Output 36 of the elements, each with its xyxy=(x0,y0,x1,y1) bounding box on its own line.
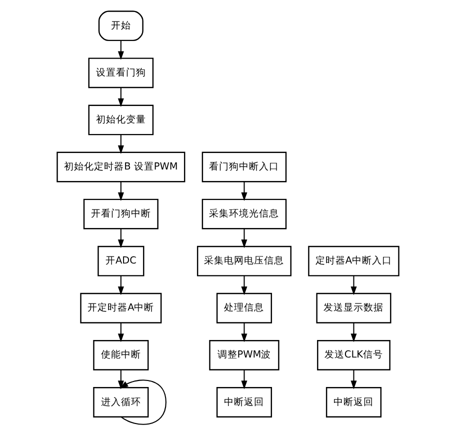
node-box: 调整PWM波 xyxy=(208,340,279,370)
arrow xyxy=(240,228,247,248)
arrow xyxy=(117,228,124,248)
node-box: 采集电网电压信息 xyxy=(196,246,291,276)
node-box: 看门狗中断入口 xyxy=(201,152,286,182)
node-box: 初始化定时器B 设置PWM xyxy=(56,152,185,182)
arrow xyxy=(350,370,356,390)
arrow xyxy=(350,276,356,296)
arrow xyxy=(117,276,124,296)
node-box: 初始化变量 xyxy=(88,104,154,136)
node-box: 开看门狗中断 xyxy=(82,198,158,230)
node-box: 开ADC xyxy=(97,246,144,276)
arrow xyxy=(350,322,356,342)
node-box: 定时器A中断入口 xyxy=(308,246,399,276)
arrow xyxy=(240,322,247,342)
node-box: 进入循环 xyxy=(92,387,148,418)
node-box: 处理信息 xyxy=(216,292,272,324)
arrow xyxy=(117,182,124,202)
arrow xyxy=(117,370,124,390)
arrow xyxy=(240,370,247,390)
node-box: 中断返回 xyxy=(216,387,272,418)
node-box: 使能中断 xyxy=(92,340,148,370)
arrow xyxy=(119,380,166,425)
node-box: 采集环境光信息 xyxy=(201,198,286,230)
node-box: 发送CLK信号 xyxy=(316,340,390,370)
node-box: 发送显示数据 xyxy=(316,292,391,324)
arrow xyxy=(240,182,247,202)
node-box: 开始 xyxy=(98,10,143,42)
arrow xyxy=(240,276,247,296)
node-box: 开定时器A中断 xyxy=(80,292,162,324)
arrow xyxy=(117,40,124,60)
arrow xyxy=(117,88,124,107)
arrow xyxy=(117,322,124,342)
node-box: 中断返回 xyxy=(325,387,382,418)
node-box: 设置看门狗 xyxy=(88,58,154,88)
arrow xyxy=(117,134,124,154)
